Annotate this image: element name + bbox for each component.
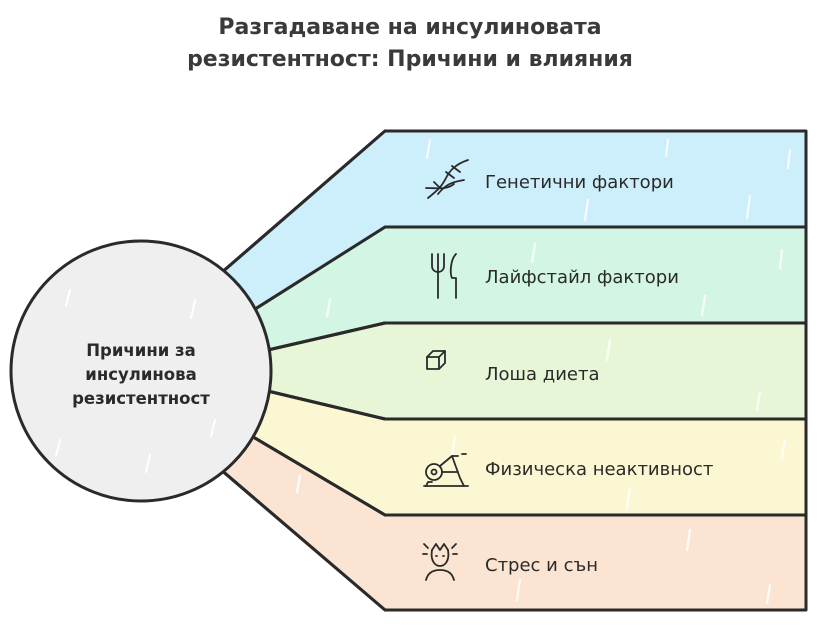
- cause-band-inactivity-lower-edge: [236, 426, 387, 517]
- cause-band-lifestyle-lower-edge: [253, 321, 387, 355]
- cause-band-diet-lower-edge: [253, 386, 387, 421]
- exercise-bike-icon: [423, 453, 469, 487]
- diagram-title-line-2: резистентност: Причини и влияния: [187, 47, 633, 72]
- cube-icon: [426, 350, 446, 370]
- cause-band-genetic-lower-edge: [242, 225, 387, 318]
- center-circle-hatch: [55, 289, 216, 473]
- center-label-line-1: Причини за: [86, 341, 196, 360]
- cause-label-poor-diet: Лоша диета: [485, 364, 600, 385]
- cause-label-genetic: Генетични фактори: [485, 172, 674, 193]
- cause-label-inactivity: Физическа неактивност: [485, 459, 713, 480]
- center-label-line-3: резистентност: [72, 389, 210, 408]
- stressed-person-icon: [422, 543, 458, 581]
- diagram-title-line-1: Разгадаване на инсулиновата: [218, 15, 601, 40]
- cause-label-stress-sleep: Стрес и сън: [485, 555, 598, 576]
- band-hatch-strokes: [295, 138, 792, 605]
- fork-knife-icon: [431, 253, 457, 299]
- center-label-line-2: инсулинова: [85, 365, 196, 384]
- cause-label-lifestyle: Лайфстайл фактори: [485, 267, 679, 288]
- center-circle: [9, 239, 273, 503]
- dna-icon: [425, 159, 469, 199]
- cause-band-genetic-wedge: [214, 131, 385, 316]
- cause-band-genetic-upper-edge: [210, 129, 387, 283]
- cause-band-stress-lower-edge: [210, 460, 387, 612]
